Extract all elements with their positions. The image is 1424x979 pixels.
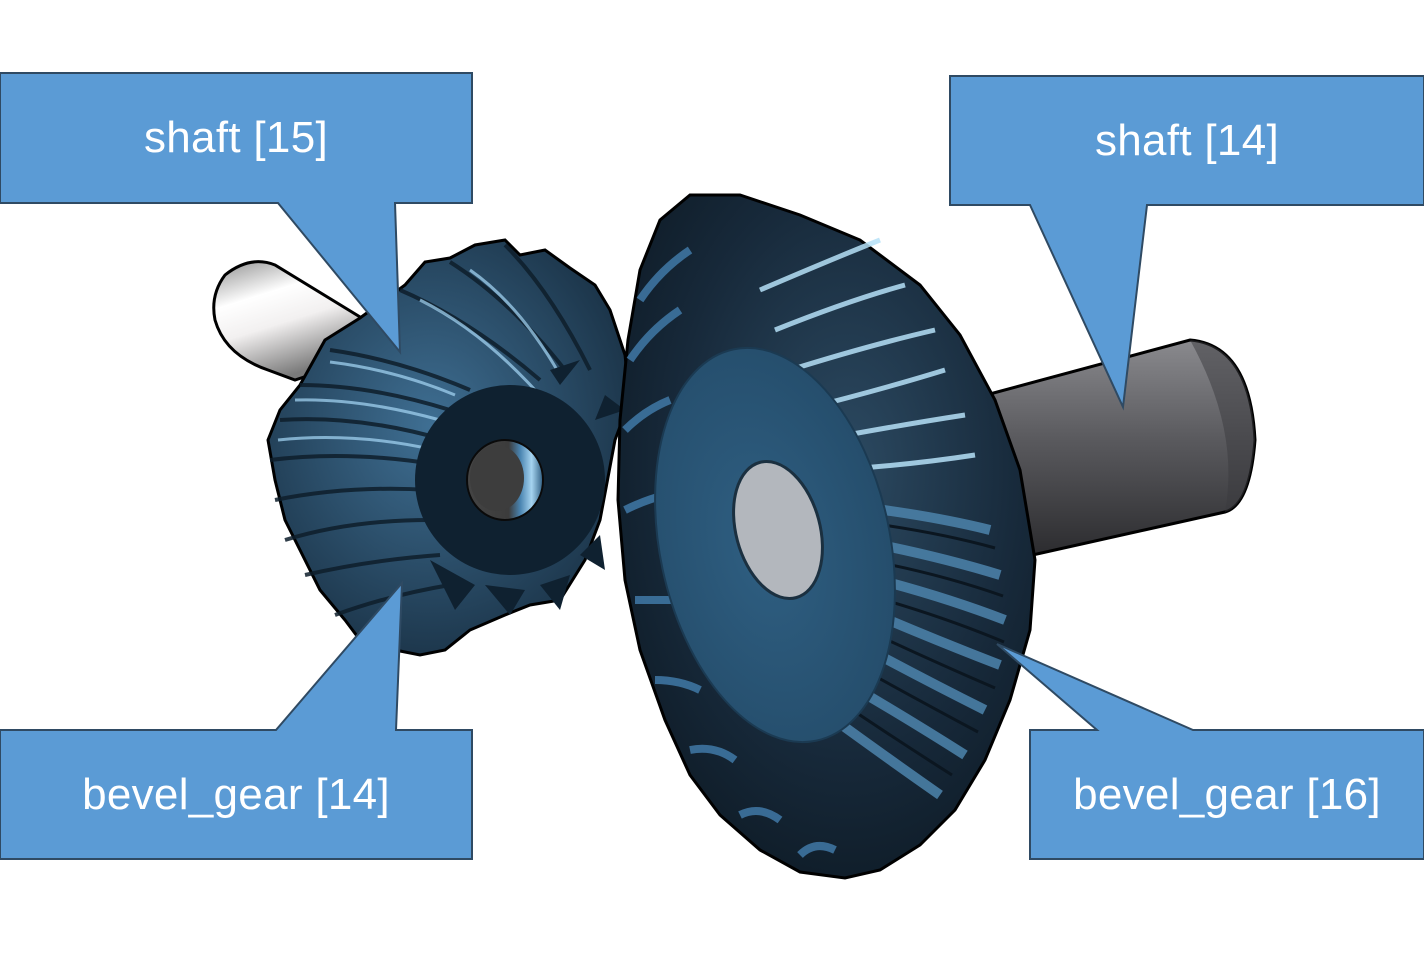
- bevel-gear-16-body: [616, 193, 1037, 880]
- callout-label-shaft-14: shaft [14]: [1094, 116, 1279, 165]
- callout-shaft-14: [949, 75, 1424, 411]
- callout-label-bevel-gear-16: bevel_gear [16]: [1073, 770, 1381, 819]
- shaft-14-body: [958, 338, 1257, 562]
- callout-label-bevel-gear-14: bevel_gear [14]: [82, 770, 390, 819]
- callout-bevel-gear-16: [996, 643, 1424, 860]
- callout-shaft-15: [0, 72, 473, 355]
- bevel-gear-14-body: [266, 238, 632, 657]
- callout-bevel-gear-14: [0, 580, 473, 860]
- callout-label-shaft-15: shaft [15]: [143, 113, 328, 162]
